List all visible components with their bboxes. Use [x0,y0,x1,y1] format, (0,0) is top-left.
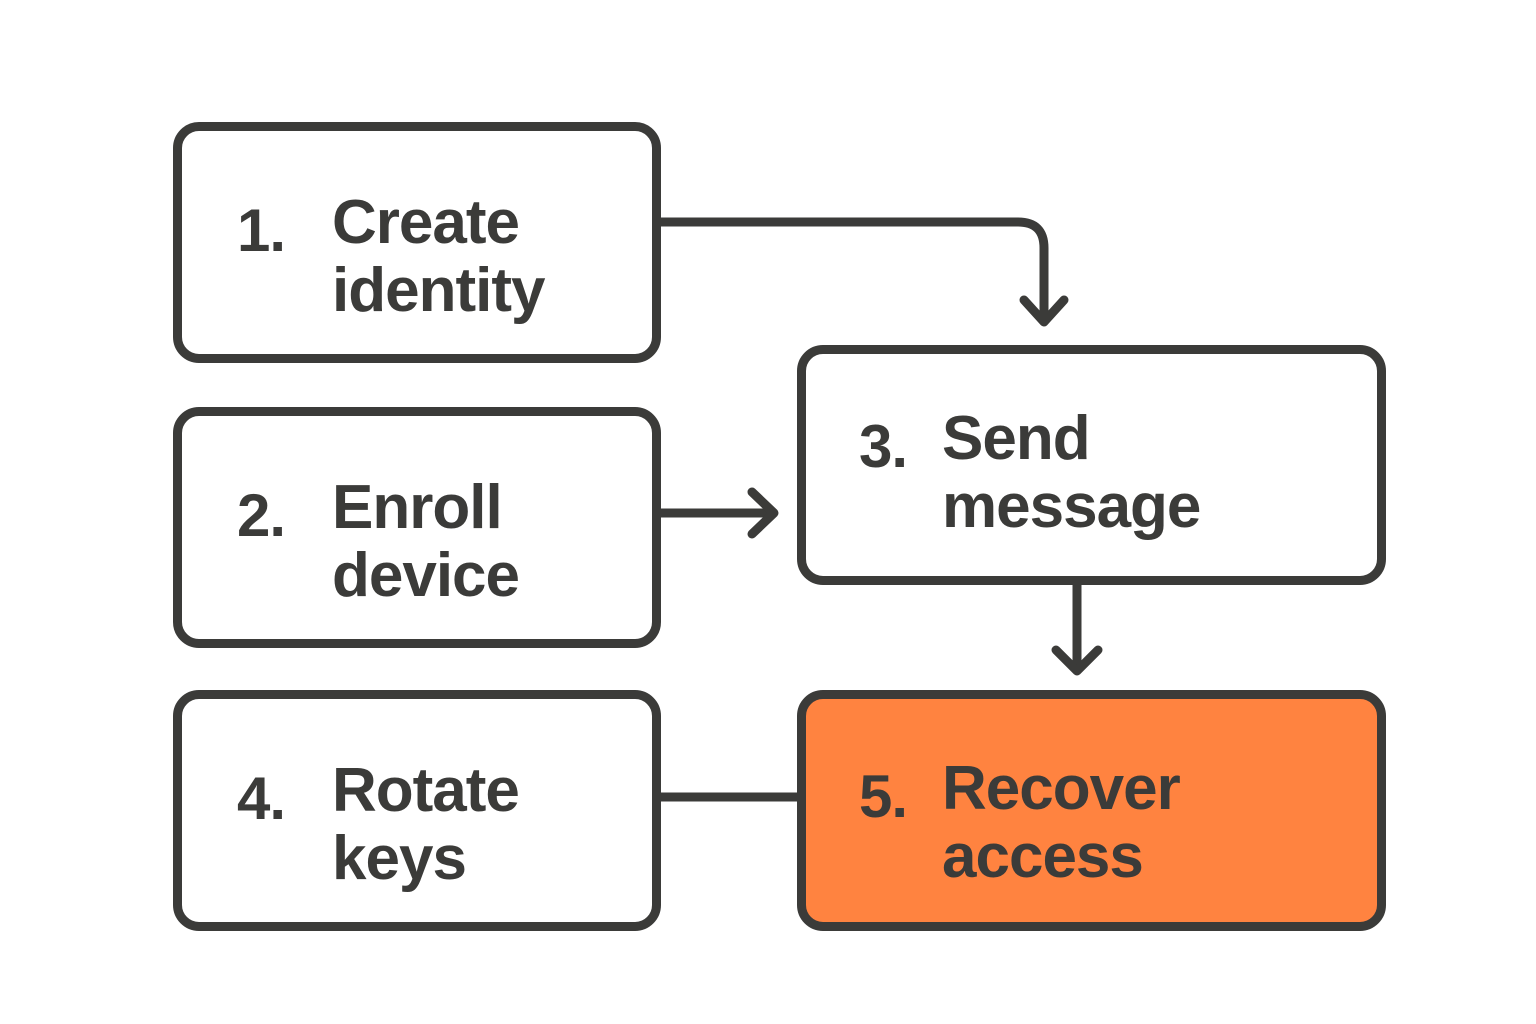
step-label-line: message [942,472,1201,541]
step-label: Enroll device [332,473,520,610]
step-number: 1. [237,197,286,264]
step-label: Recover access [942,754,1181,891]
arrowhead-2-to-3 [747,487,779,539]
connector-1-to-3 [656,217,1049,323]
step-box-send-message: 3. Send message [797,345,1386,585]
step-label-line: access [942,822,1144,891]
step-label-line: Create [332,188,520,257]
step-label-line: Send [942,404,1091,473]
step-label-line: device [332,541,520,610]
step-box-rotate-keys: 4. Rotate keys [173,690,661,931]
step-number: 4. [237,765,286,832]
step-box-recover-access: 5. Recover access [797,690,1386,931]
step-label-line: identity [332,256,545,325]
step-label: Create identity [332,188,545,325]
arrowhead-3-to-5 [1051,645,1103,676]
step-box-create-identity: 1. Create identity [173,122,661,363]
step-box-enroll-device: 2. Enroll device [173,407,661,648]
step-number: 2. [237,482,286,549]
step-label-line: keys [332,824,467,893]
arrowhead-1-to-3 [1019,295,1069,327]
step-number: 5. [859,763,908,830]
step-label: Rotate keys [332,756,520,893]
step-label-line: Enroll [332,473,503,542]
step-label: Send message [942,404,1201,541]
step-label-line: Recover [942,754,1181,823]
step-label-line: Rotate [332,756,520,825]
step-number: 3. [859,413,908,480]
